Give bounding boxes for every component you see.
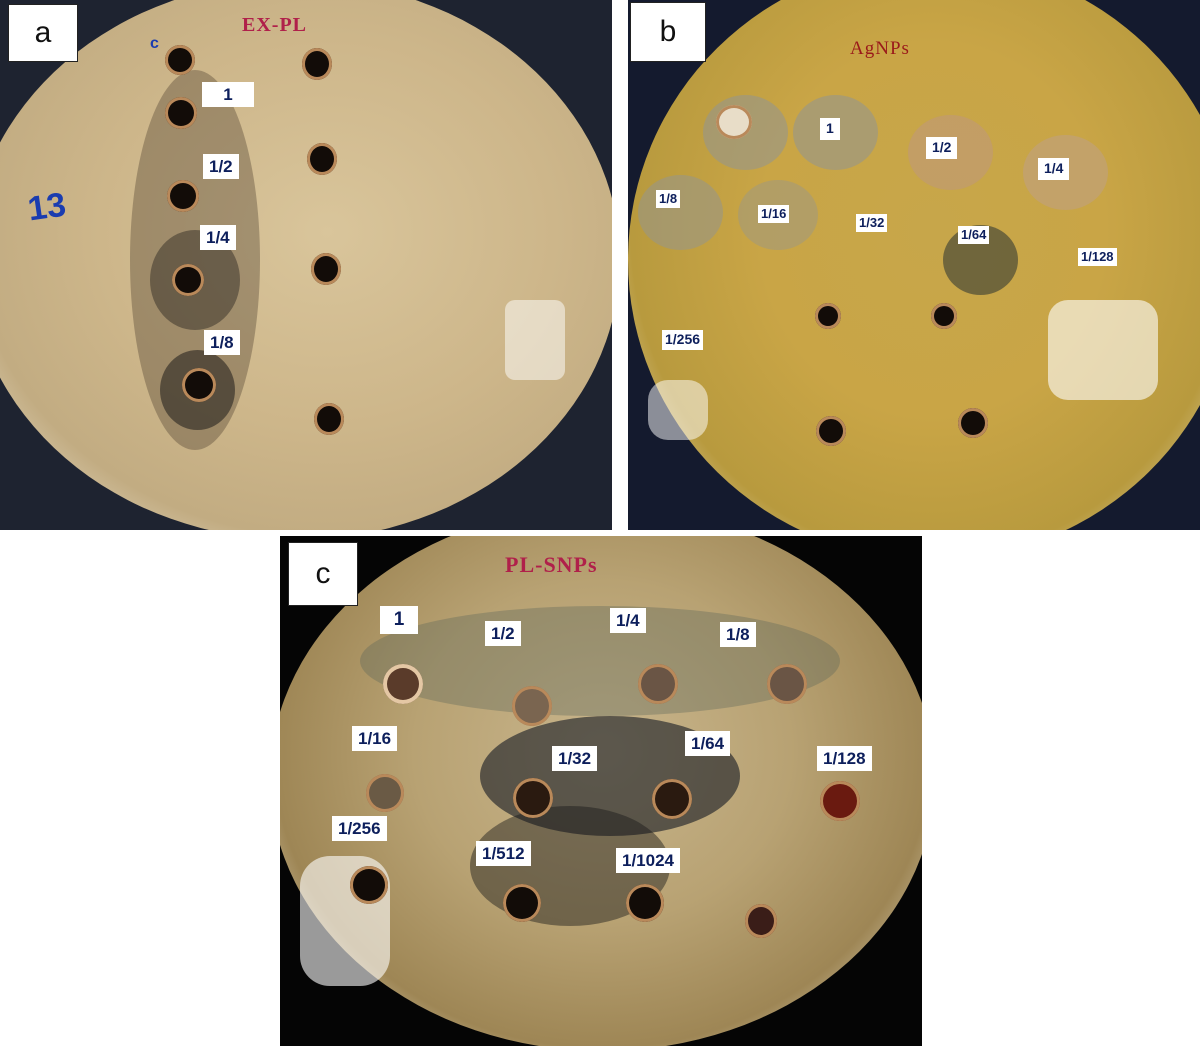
concentration-label: 1/8 xyxy=(204,330,240,356)
well xyxy=(165,97,197,129)
well xyxy=(816,416,846,446)
panel-b-agnps-plate: b AgNPs 1 1/2 1/4 1/8 1/16 1/32 1/64 1/1… xyxy=(628,0,1200,530)
concentration-label: 1/1024 xyxy=(616,848,680,874)
concentration-label: 1/8 xyxy=(656,190,681,209)
concentration-label: 1/512 xyxy=(476,841,531,867)
well xyxy=(512,686,552,726)
well-control xyxy=(165,45,195,75)
well xyxy=(820,781,860,821)
well xyxy=(503,884,541,922)
concentration-label: 1/32 xyxy=(856,214,888,233)
light-glare xyxy=(505,300,565,380)
well xyxy=(311,253,341,285)
panel-letter-b: b xyxy=(630,2,706,62)
light-glare xyxy=(648,380,708,440)
concentration-label: 1/4 xyxy=(610,608,646,634)
panel-c-pl-snps-plate: c PL-SNPs 1 1/2 1/4 1/8 1/16 1/32 1/64 1… xyxy=(280,536,922,1046)
well xyxy=(626,884,664,922)
well xyxy=(302,48,332,80)
light-glare xyxy=(1048,300,1158,400)
well xyxy=(767,664,807,704)
well xyxy=(366,774,404,812)
concentration-label: 1/32 xyxy=(552,746,598,772)
concentration-label: 1/4 xyxy=(200,225,236,251)
inhibition-zone xyxy=(360,606,840,716)
well xyxy=(931,303,957,329)
panel-title-ex-pl: EX-PL xyxy=(242,14,307,36)
well xyxy=(182,368,216,402)
handwritten-plate-number: 13 xyxy=(25,185,69,229)
concentration-label: 1/16 xyxy=(352,726,398,752)
well xyxy=(314,403,344,435)
well xyxy=(350,866,388,904)
concentration-label: 1 xyxy=(820,118,840,140)
concentration-label: 1/2 xyxy=(926,137,958,159)
well xyxy=(167,180,199,212)
concentration-label: 1/2 xyxy=(203,154,239,180)
concentration-label: 1 xyxy=(202,82,254,108)
panel-title-pl-snps: PL-SNPs xyxy=(505,552,598,577)
well xyxy=(652,779,692,819)
well xyxy=(383,664,423,704)
concentration-label: 1/256 xyxy=(332,816,387,842)
panel-title-agnps: AgNPs xyxy=(850,38,910,59)
concentration-label: 1/8 xyxy=(720,622,756,648)
well xyxy=(513,778,553,818)
well xyxy=(745,904,777,938)
well-control xyxy=(716,105,752,139)
panel-a-ex-pl-plate: a EX-PL c 13 1 1/2 1/4 1/8 xyxy=(0,0,612,530)
well xyxy=(307,143,337,175)
concentration-label: 1/128 xyxy=(817,746,872,772)
panel-letter-a: a xyxy=(8,4,78,62)
well xyxy=(815,303,841,329)
well xyxy=(638,664,678,704)
concentration-label: 1/2 xyxy=(485,621,521,647)
panel-letter-c: c xyxy=(288,542,358,606)
well xyxy=(958,408,988,438)
petri-dish xyxy=(0,0,612,530)
well xyxy=(172,264,204,296)
concentration-label: 1/128 xyxy=(1078,248,1117,267)
concentration-label: 1/16 xyxy=(758,205,790,224)
concentration-label: 1/4 xyxy=(1038,158,1070,180)
concentration-label: 1 xyxy=(380,606,418,634)
concentration-label: 1/256 xyxy=(662,330,704,350)
concentration-label: 1/64 xyxy=(685,731,731,757)
inhibition-zone xyxy=(638,175,723,250)
concentration-label: 1/64 xyxy=(958,226,990,245)
handwritten-control-mark: c xyxy=(150,35,159,52)
